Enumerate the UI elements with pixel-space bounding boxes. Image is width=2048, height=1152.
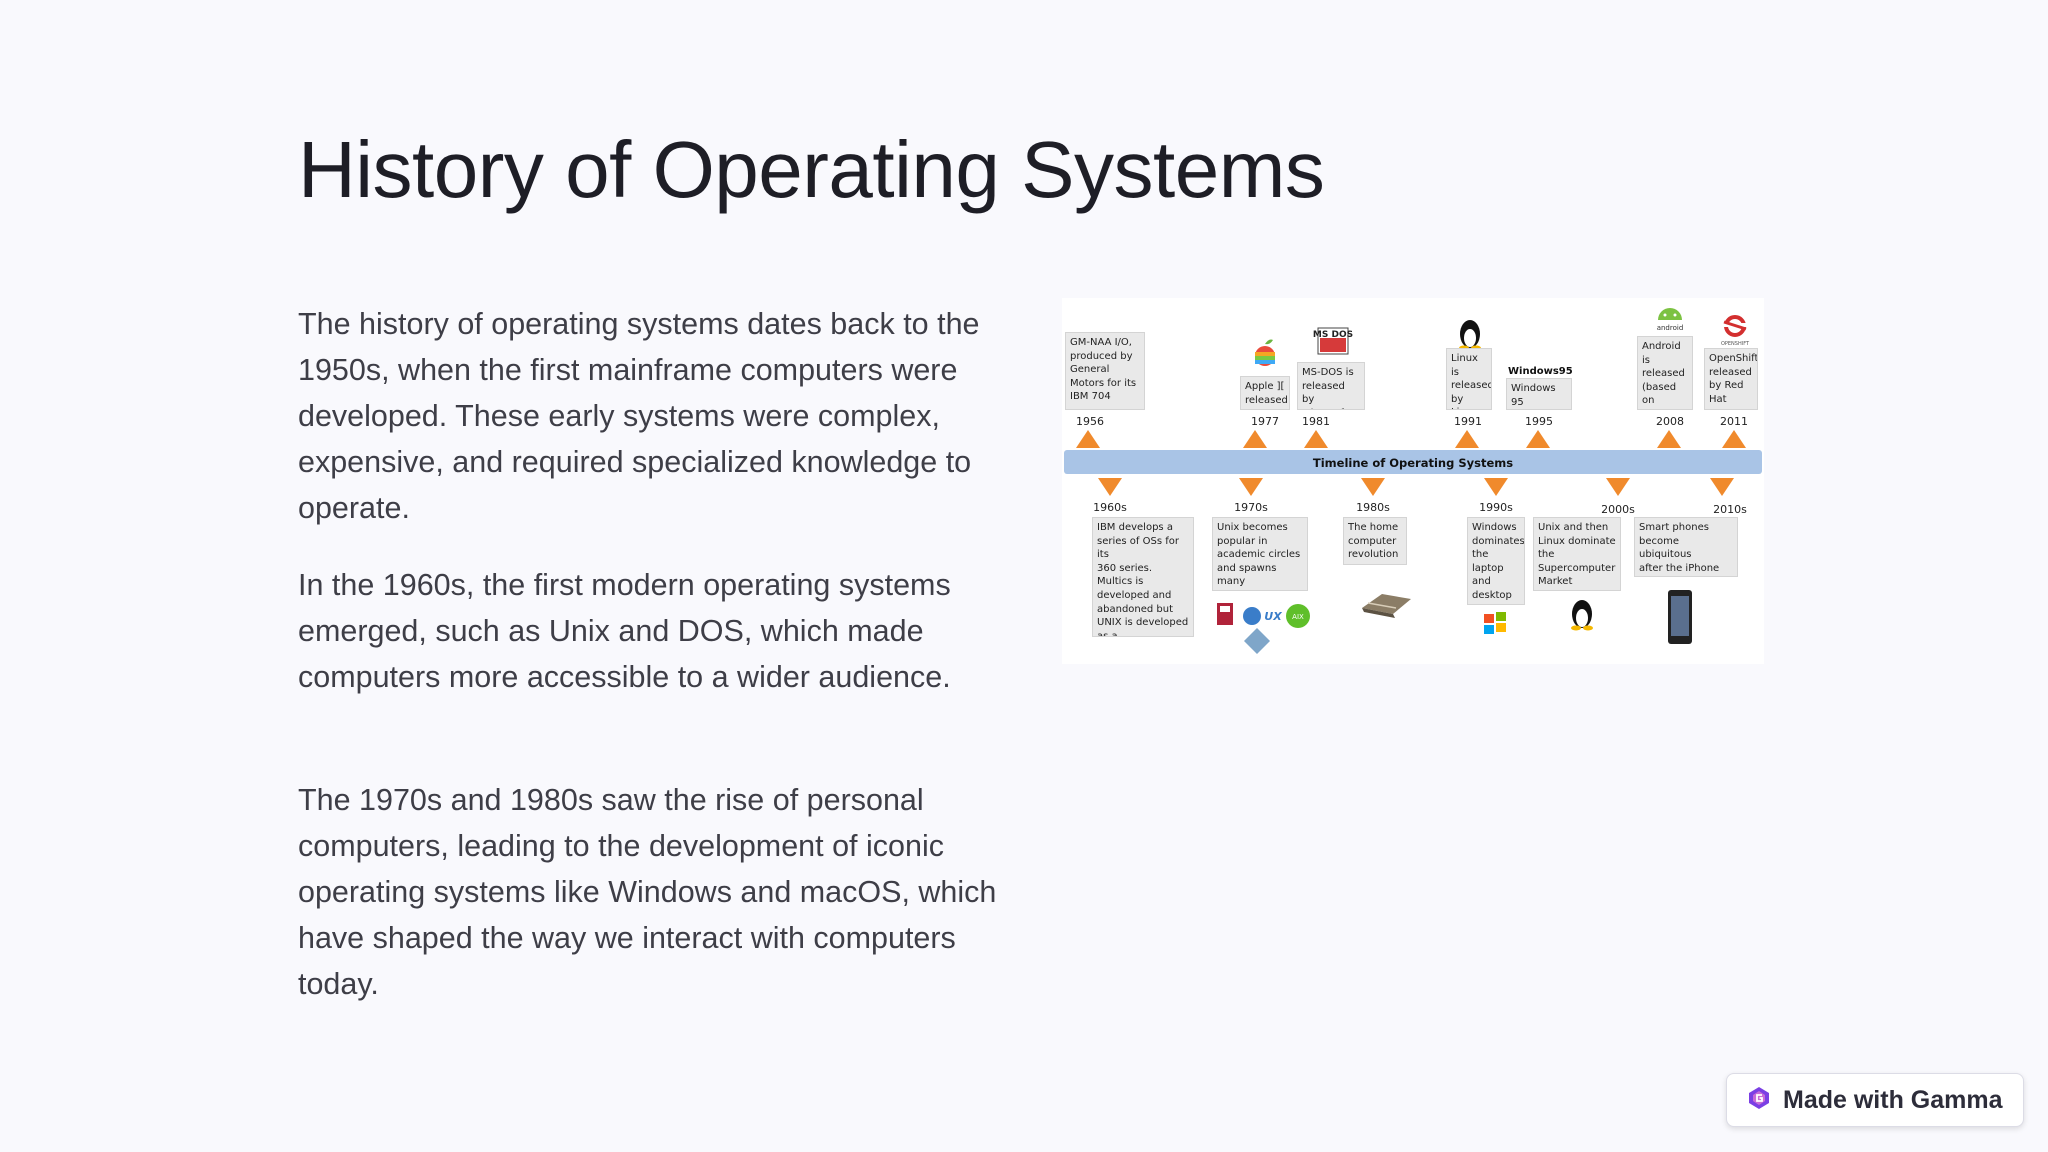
- badge-label: Made with Gamma: [1783, 1085, 2003, 1114]
- arrow-down-2000s: [1606, 478, 1630, 496]
- slide-title: History of Operating Systems: [298, 125, 1325, 214]
- event-2011: OpenShift released by Red Hat: [1704, 348, 1758, 410]
- svg-text:UX: UX: [1264, 610, 1282, 623]
- msdos-logo-icon: MS DOS: [1313, 327, 1353, 355]
- year-2000s: 2000s: [1601, 503, 1635, 516]
- arrow-up-1981: [1304, 430, 1328, 448]
- svg-text:AIX: AIX: [1292, 613, 1304, 621]
- event-2008: Android is released (based on a Linux ke…: [1637, 336, 1693, 410]
- android-logo-icon: android: [1657, 308, 1684, 332]
- arrow-up-1995: [1526, 430, 1550, 448]
- openshift-logo-icon: OPENSHIFT: [1721, 315, 1750, 347]
- arrow-down-1990s: [1484, 478, 1508, 496]
- event-1977: Apple ][ released: [1240, 376, 1290, 410]
- arrow-down-1970s: [1239, 478, 1263, 496]
- arrow-up-2011: [1722, 430, 1746, 448]
- timeline-bar-label: Timeline of Operating Systems: [1312, 456, 1514, 470]
- linux-penguin-small-icon: [1571, 600, 1593, 631]
- year-1977: 1977: [1251, 415, 1279, 428]
- year-1990s: 1990s: [1479, 501, 1513, 514]
- event-2010s: Smart phones become ubiquitous after the…: [1634, 517, 1738, 577]
- windows95-logo-icon: Windows95: [1508, 366, 1573, 377]
- year-1995: 1995: [1525, 415, 1553, 428]
- year-1980s: 1980s: [1356, 501, 1390, 514]
- event-2000s: Unix and then Linux dominate the Superco…: [1533, 517, 1621, 591]
- event-1991: Linux is released by Linus Torvalds: [1446, 348, 1492, 410]
- year-1981: 1981: [1302, 415, 1330, 428]
- made-with-gamma-badge[interactable]: Made with Gamma: [1726, 1073, 2024, 1127]
- year-2008: 2008: [1656, 415, 1684, 428]
- event-1956: GM-NAA I/O, produced by General Motors f…: [1065, 332, 1145, 410]
- event-1995: Windows 95 is released: [1506, 378, 1572, 410]
- event-1980s: The home computer revolution: [1343, 517, 1407, 565]
- unix-vendor-logos-icon: UX AIX: [1217, 603, 1310, 654]
- paragraph-1960s: In the 1960s, the first modern operating…: [298, 568, 951, 694]
- home-computer-icon: [1362, 594, 1411, 618]
- svg-text:android: android: [1657, 324, 1684, 332]
- svg-text:MS DOS: MS DOS: [1313, 330, 1353, 340]
- gamma-logo-icon: [1747, 1086, 1771, 1115]
- event-1990s: Windows dominates the laptop and desktop…: [1467, 517, 1525, 605]
- year-2010s: 2010s: [1713, 503, 1747, 516]
- arrow-up-1956: [1076, 430, 1100, 448]
- arrow-up-1991: [1455, 430, 1479, 448]
- arrow-up-2008: [1657, 430, 1681, 448]
- smartphone-icon: [1668, 590, 1692, 644]
- event-1981: MS-DOS is released by Microsoft: [1297, 362, 1365, 410]
- arrow-up-1977: [1243, 430, 1267, 448]
- timeline-graphics: MS DOS Windows95 android OPENSHIFT: [1064, 308, 1762, 654]
- timeline-bar: [1064, 450, 1762, 474]
- event-1960s: IBM develops a series of OSs for its 360…: [1092, 517, 1194, 637]
- arrow-down-2010s: [1710, 478, 1734, 496]
- linux-penguin-icon: [1459, 320, 1481, 351]
- year-1960s: 1960s: [1093, 501, 1127, 514]
- os-timeline-image: MS DOS Windows95 android OPENSHIFT: [1062, 298, 1764, 664]
- paragraph-1970s-1980s: The 1970s and 1980s saw the rise of pers…: [298, 783, 997, 1001]
- event-1970s: Unix becomes popular in academic circles…: [1212, 517, 1308, 591]
- year-2011: 2011: [1720, 415, 1748, 428]
- windows-logo-icon: [1484, 612, 1506, 634]
- arrow-down-1960s: [1098, 478, 1122, 496]
- svg-text:OPENSHIFT: OPENSHIFT: [1721, 341, 1750, 347]
- year-1956: 1956: [1076, 415, 1104, 428]
- year-1970s: 1970s: [1234, 501, 1268, 514]
- apple-logo-icon: [1255, 339, 1275, 366]
- arrow-down-1980s: [1361, 478, 1385, 496]
- year-1991: 1991: [1454, 415, 1482, 428]
- paragraph-1950s: The history of operating systems dates b…: [298, 307, 980, 525]
